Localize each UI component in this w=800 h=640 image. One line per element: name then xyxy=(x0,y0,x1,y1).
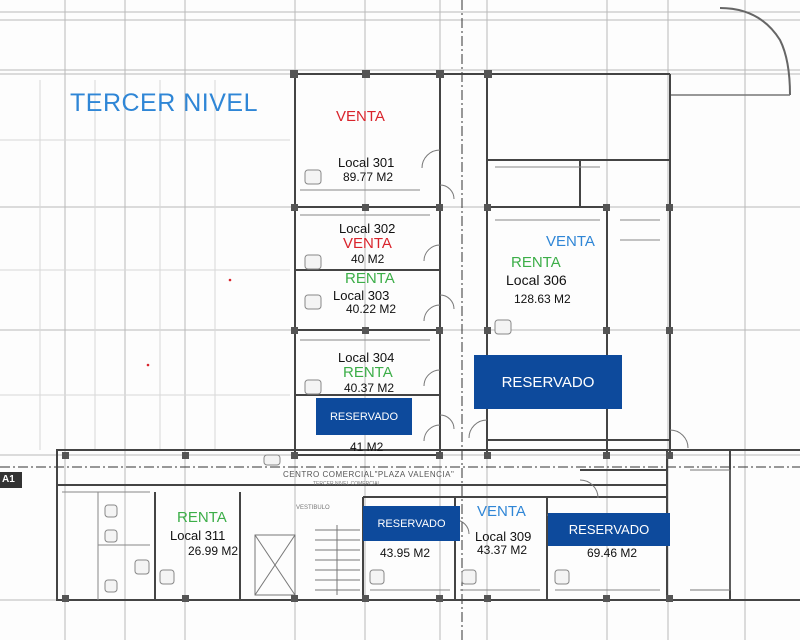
mall-subtitle: TERCER NIVEL COMERCIAL xyxy=(313,481,381,487)
l304-name: Local 304 xyxy=(338,350,395,365)
l302-area: 40 M2 xyxy=(351,252,385,266)
axis-marker-a1: A1 xyxy=(2,474,15,485)
l306-status-renta: RENTA xyxy=(511,254,561,271)
l306-name: Local 306 xyxy=(506,272,567,288)
l311-name: Local 311 xyxy=(170,528,226,543)
l302-status: VENTA xyxy=(343,235,392,252)
l309-status: VENTA xyxy=(477,503,526,520)
bottom-c-area: 69.46 M2 xyxy=(587,546,638,560)
l303-status: RENTA xyxy=(345,270,395,287)
l303-name: Local 303 xyxy=(333,288,390,303)
l305-area: 41 M2 xyxy=(350,440,384,454)
l306-reserved-badge: RESERVADO xyxy=(474,355,622,409)
l306-status-venta: VENTA xyxy=(546,233,595,250)
l311-status: RENTA xyxy=(177,509,227,526)
bottom-a-reserved-badge: RESERVADO xyxy=(363,506,460,541)
l301-status: VENTA xyxy=(336,108,385,125)
l309-area: 43.37 M2 xyxy=(477,543,528,557)
l303-area: 40.22 M2 xyxy=(346,302,397,316)
bottom-c-reserved-badge: RESERVADO xyxy=(548,513,670,546)
l304-status: RENTA xyxy=(343,364,393,381)
l305-reserved-badge: RESERVADO xyxy=(316,398,412,435)
l302-name: Local 302 xyxy=(339,221,396,236)
l301-area: 89.77 M2 xyxy=(343,170,394,184)
l304-area: 40.37 M2 xyxy=(344,381,395,395)
l311-area: 26.99 M2 xyxy=(188,544,239,558)
mall-name: CENTRO COMERCIAL"PLAZA VALENCIA" xyxy=(283,470,455,479)
l306-area: 128.63 M2 xyxy=(514,292,571,306)
vestibule-label: VESTIBULO xyxy=(296,505,330,511)
l301-name: Local 301 xyxy=(338,155,395,170)
floor-title: TERCER NIVEL xyxy=(70,89,258,117)
l309-name: Local 309 xyxy=(475,529,532,544)
bottom-a-area: 43.95 M2 xyxy=(380,546,431,560)
